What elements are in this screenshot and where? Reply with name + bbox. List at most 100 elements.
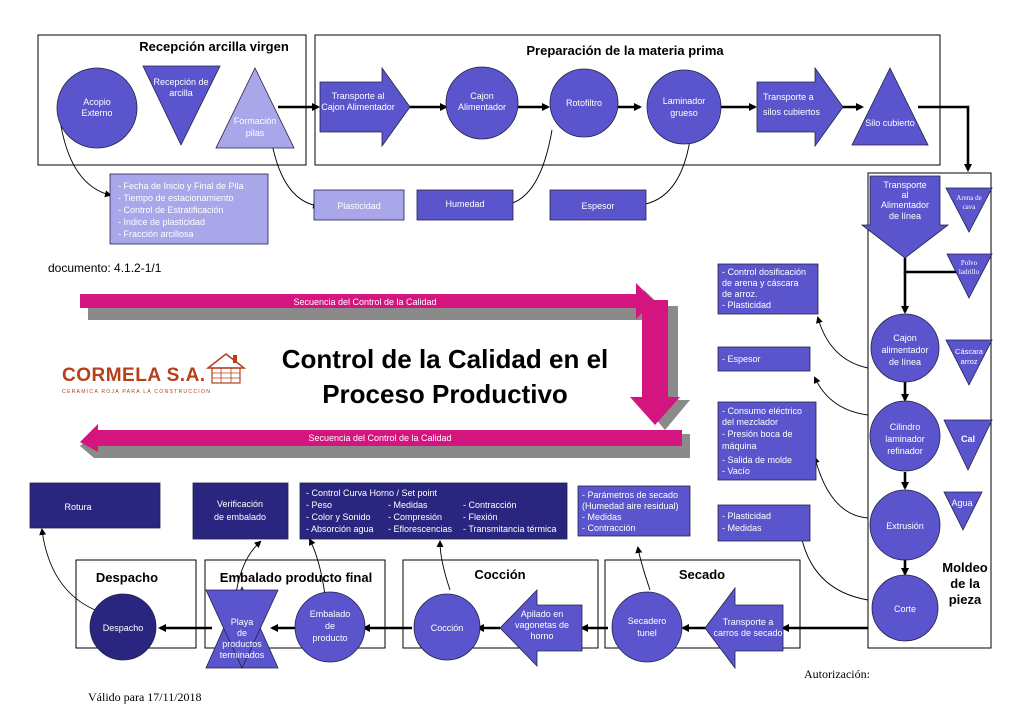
node-laminador: Laminador grueso (646, 69, 722, 145)
node-recepcion: Recepción de arcilla (142, 65, 221, 146)
svg-text:laminador: laminador (885, 434, 925, 444)
svg-text:Formación: Formación (234, 116, 277, 126)
control-humedad: Humedad (416, 189, 514, 221)
svg-text:Playa: Playa (231, 617, 254, 627)
node-polvo: Polvo ladrillo (946, 253, 993, 299)
section-packaging (204, 559, 386, 649)
svg-text:ladrillo: ladrillo (959, 268, 980, 276)
svg-text:Extrusión: Extrusión (886, 521, 924, 531)
svg-text:- Control dosificación: - Control dosificación (722, 267, 806, 277)
node-agua: Agua (943, 491, 983, 531)
node-arena: Arena de cava (945, 187, 993, 233)
svg-text:- Medidas: - Medidas (722, 523, 762, 533)
node-formacion: Formación pilas (215, 67, 295, 149)
svg-text:Embalado: Embalado (310, 609, 351, 619)
svg-text:- Indice de plasticidad: - Indice de plasticidad (118, 217, 205, 227)
svg-text:Laminador: Laminador (663, 96, 706, 106)
svg-text:Silo cubierto: Silo cubierto (865, 118, 915, 128)
svg-text:Secuencia del Control de la Ca: Secuencia del Control de la Calidad (308, 433, 451, 443)
svg-text:- Consumo eléctrico: - Consumo eléctrico (722, 406, 802, 416)
node-playa: Playa de productos terminados (205, 586, 279, 669)
svg-text:grueso: grueso (670, 108, 698, 118)
svg-text:producto: producto (312, 633, 347, 643)
svg-text:silos cubiertos: silos cubiertos (763, 107, 821, 117)
svg-text:- Medidas: - Medidas (388, 500, 428, 510)
svg-text:- Medidas: - Medidas (582, 512, 622, 522)
svg-text:Transporte: Transporte (883, 180, 926, 190)
node-transporte-cajon: Transporte al Cajon Alimentador (319, 66, 411, 148)
svg-text:- Plasticidad: - Plasticidad (722, 511, 771, 521)
control-rotura: Rotura (29, 482, 161, 529)
node-corte: Corte (871, 574, 939, 642)
svg-text:Cajon Alimentador: Cajon Alimentador (321, 102, 395, 112)
svg-text:Corte: Corte (894, 604, 916, 614)
svg-text:refinador: refinador (887, 446, 923, 456)
svg-text:Secadero: Secadero (628, 616, 667, 626)
svg-text:de la: de la (950, 576, 980, 591)
svg-text:pieza: pieza (949, 592, 982, 607)
section-preparation-title: Preparación de la materia prima (526, 43, 724, 58)
svg-text:al: al (901, 190, 908, 200)
svg-text:Agua: Agua (951, 498, 972, 508)
svg-text:- Espesor: - Espesor (722, 354, 761, 364)
svg-text:- Plasticidad: - Plasticidad (722, 300, 771, 310)
svg-text:productos: productos (222, 639, 262, 649)
svg-text:- Peso: - Peso (306, 500, 332, 510)
svg-text:Plasticidad: Plasticidad (337, 201, 381, 211)
control-secado: - Parámetros de secado (Humedad aire res… (577, 485, 691, 537)
node-transporte-linea: Transporte al Alimentador de línea (860, 175, 950, 259)
svg-text:- Eflorescencias: - Eflorescencias (388, 524, 453, 534)
svg-text:de arena y cáscara: de arena y cáscara (722, 278, 799, 288)
node-coccion: Cocción (413, 593, 481, 661)
svg-text:alimentador: alimentador (881, 345, 928, 355)
banner-connector (630, 300, 690, 430)
flow-connectors (158, 103, 972, 632)
document-label: documento: 4.1.2-1/1 (48, 261, 162, 275)
svg-text:Secuencia del Control de la Ca: Secuencia del Control de la Calidad (293, 297, 436, 307)
section-reception-title: Recepción arcilla virgen (139, 39, 289, 54)
svg-text:- Parámetros de secado: - Parámetros de secado (582, 490, 678, 500)
control-consumo: - Consumo eléctrico del mezclador - Pres… (717, 401, 817, 481)
svg-text:pilas: pilas (246, 128, 265, 138)
svg-text:Cocción: Cocción (431, 623, 464, 633)
node-silo: Silo cubierto (851, 67, 929, 146)
svg-text:Proceso Productivo: Proceso Productivo (322, 379, 568, 409)
svg-text:- Vacío: - Vacío (722, 466, 750, 476)
control-dosificacion: - Control dosificación de arena y cáscar… (717, 263, 819, 315)
node-cajon-linea: Cajon alimentador de línea (870, 313, 940, 383)
node-cajon: Cajon Alimentador (445, 66, 519, 140)
svg-text:- Salida de molde: - Salida de molde (722, 455, 792, 465)
section-firing-title: Cocción (474, 567, 525, 582)
node-cal: Cal (943, 419, 993, 471)
control-verificacion: Verificación de embalado (192, 482, 289, 540)
svg-text:del mezclador: del mezclador (722, 417, 778, 427)
svg-text:- Control de Estratificación: - Control de Estratificación (118, 205, 224, 215)
svg-text:- Transmitancia térmica: - Transmitancia térmica (463, 524, 557, 534)
authorization-label: Autorización: (804, 667, 870, 681)
section-preparation (314, 34, 941, 166)
svg-text:Espesor: Espesor (581, 201, 614, 211)
node-extrusion: Extrusión (869, 489, 941, 561)
svg-text:Transporte al: Transporte al (332, 91, 385, 101)
node-embalado: Embalado de producto (294, 591, 366, 663)
section-dispatch-title: Despacho (96, 570, 158, 585)
svg-text:Moldeo: Moldeo (942, 560, 988, 575)
svg-text:- Tiempo de estacionamiento: - Tiempo de estacionamiento (118, 193, 234, 203)
svg-text:de: de (325, 621, 335, 631)
svg-text:Cáscara: Cáscara (955, 347, 984, 356)
svg-text:arroz: arroz (960, 357, 977, 366)
valid-date: Válido para 17/11/2018 (88, 690, 202, 704)
svg-text:carros de secado: carros de secado (713, 628, 782, 638)
brand-name: CORMELA S.A. (62, 365, 206, 386)
svg-text:Alimentador: Alimentador (881, 200, 929, 210)
control-plasticidad2: - Plasticidad - Medidas (717, 504, 811, 542)
svg-text:- Color y Sonido: - Color y Sonido (306, 512, 371, 522)
section-molding-title: Moldeo de la pieza (942, 560, 988, 607)
node-rotofiltro: Rotofiltro (549, 68, 619, 138)
svg-text:de arroz.: de arroz. (722, 289, 758, 299)
svg-text:Cilindro: Cilindro (890, 422, 921, 432)
svg-text:Rotofiltro: Rotofiltro (566, 98, 602, 108)
node-transporte-silos: Transporte a silos cubiertos (756, 66, 844, 148)
